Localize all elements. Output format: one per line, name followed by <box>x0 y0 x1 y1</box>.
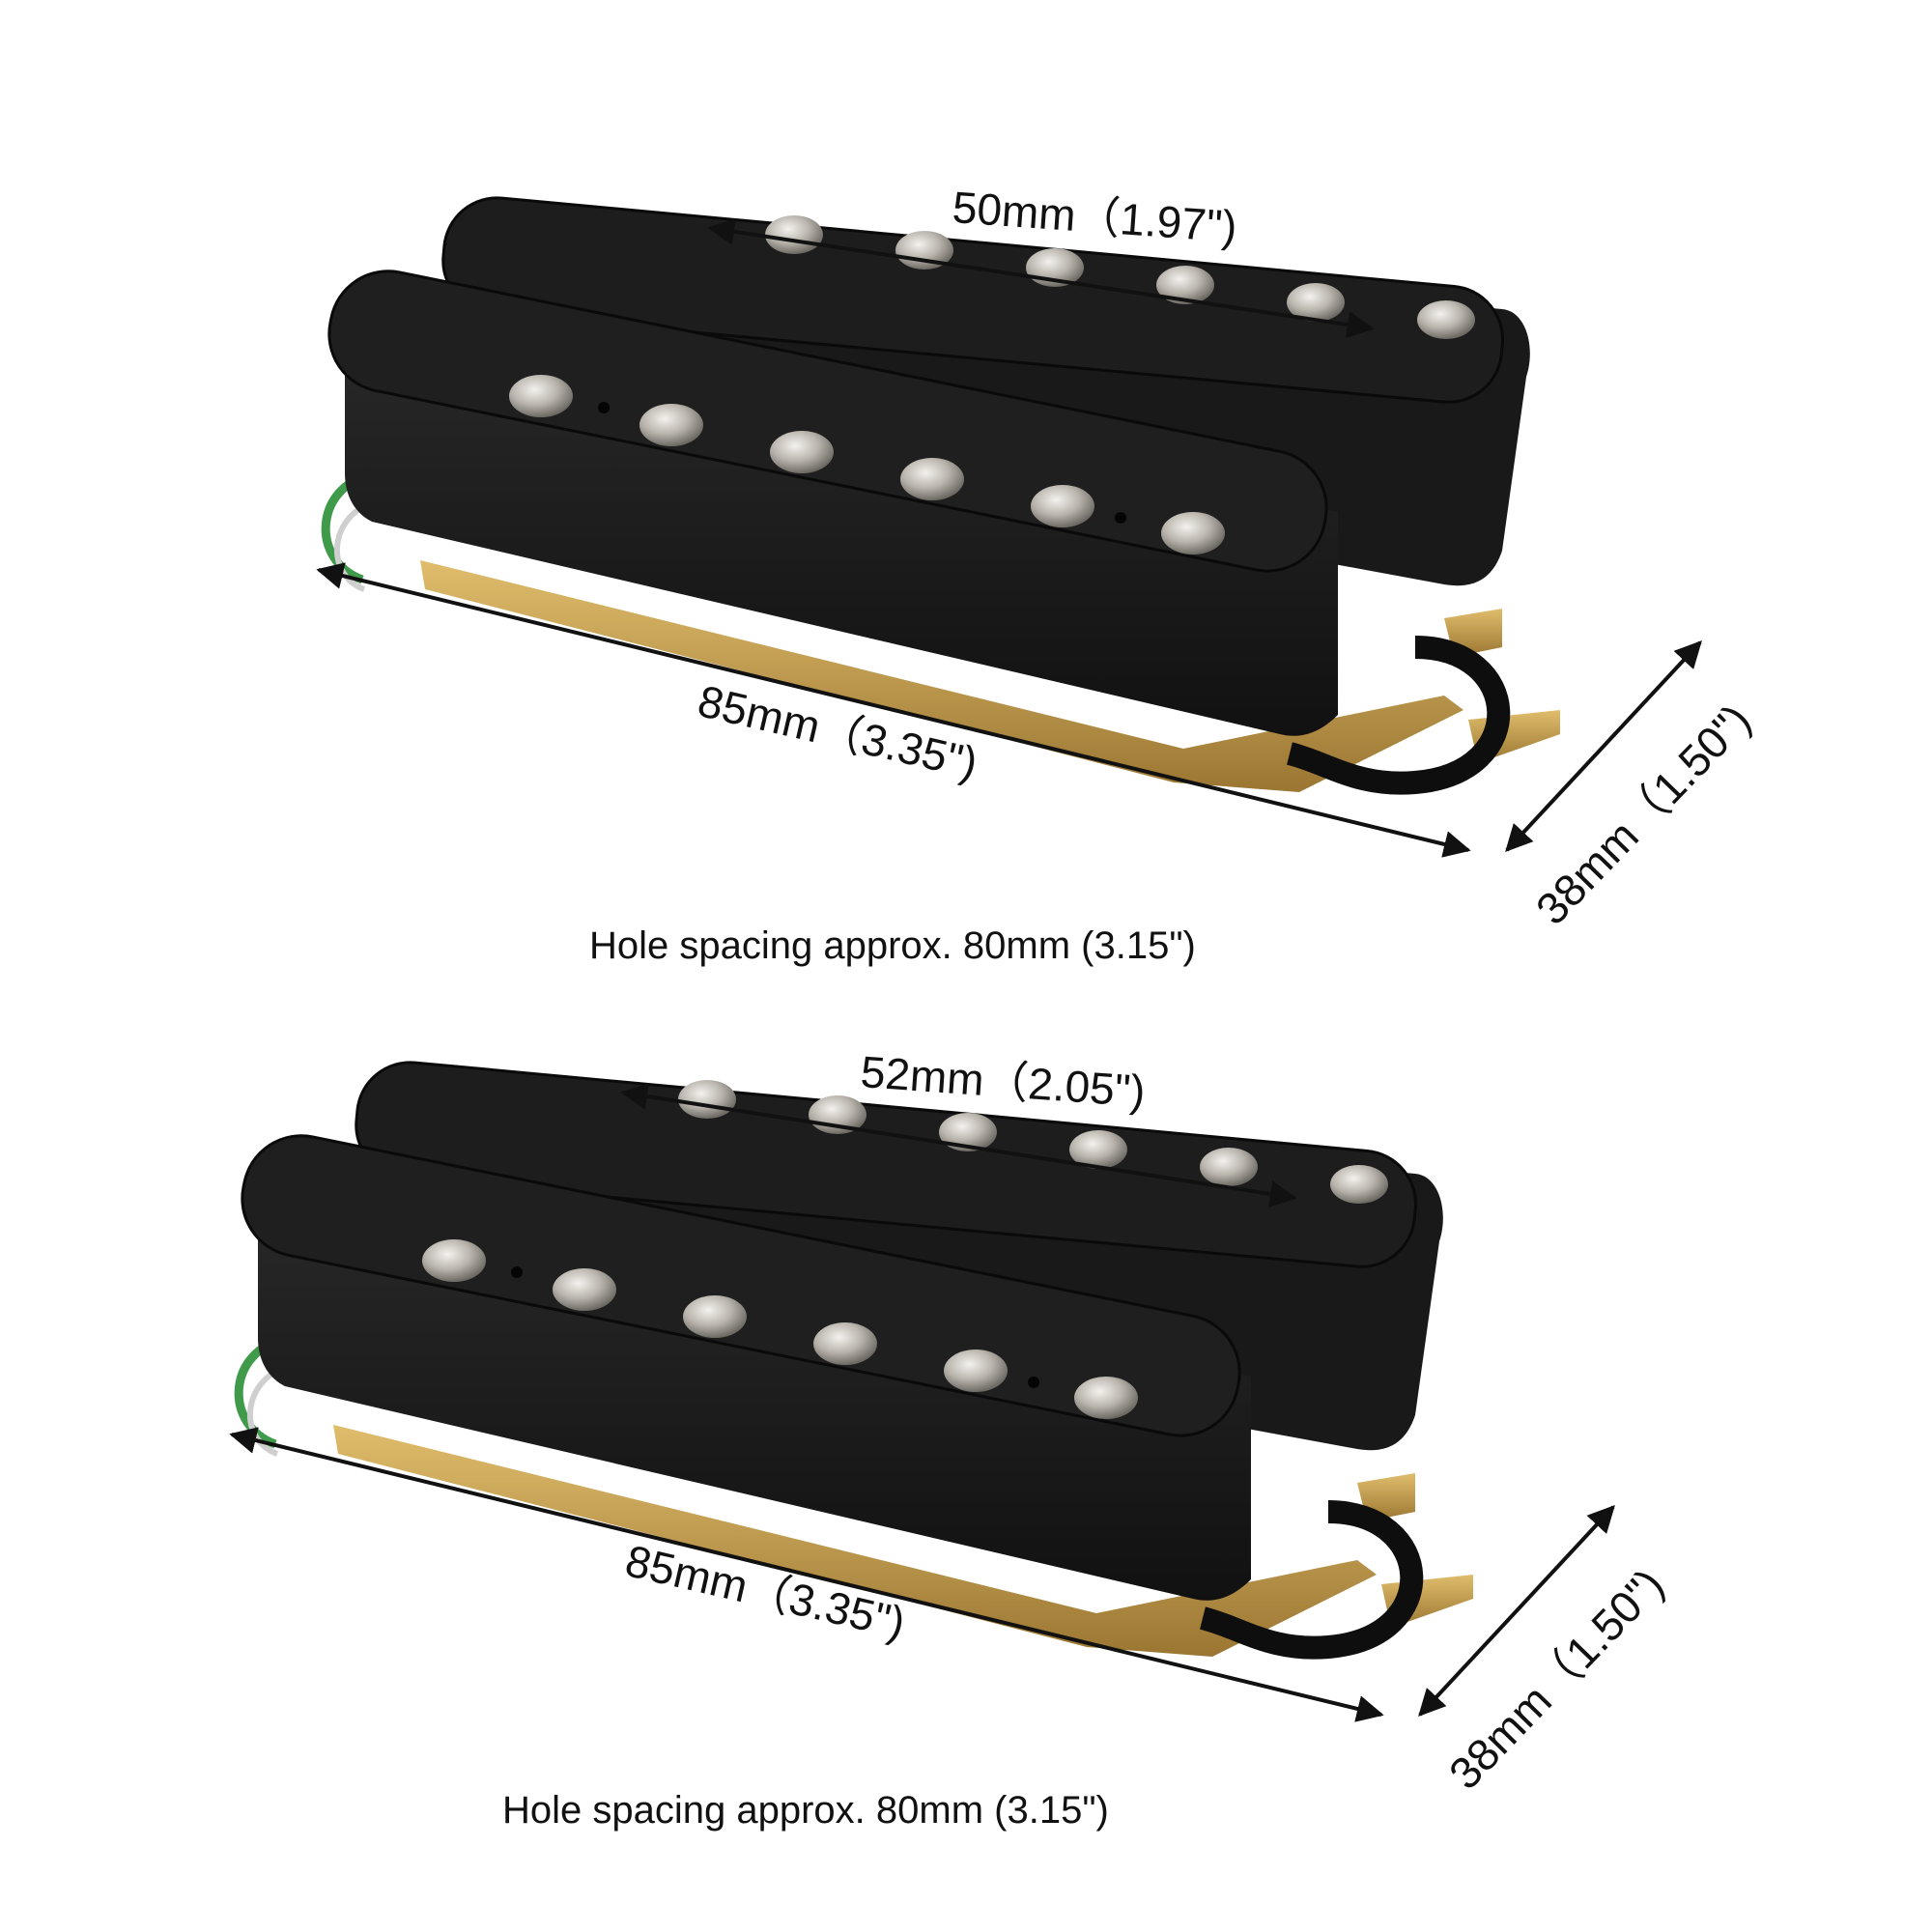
width-label-1: 38mm（1.50") <box>1526 695 1760 934</box>
pickup-2: 52mm（2.05") 85mm（3.35") 38mm（1.50") Hole… <box>232 1046 1673 1832</box>
pole-spacing-label-2: 52mm（2.05") <box>859 1046 1147 1116</box>
pole-spacing-arrow-2 <box>620 1083 1297 1208</box>
pickup-1: 50mm（1.97") 85mm（3.35") 38mm（1.50") Hole… <box>319 182 1760 967</box>
width-label-2: 38mm（1.50") <box>1439 1559 1673 1799</box>
pole-spacing-label-1: 50mm（1.97") <box>951 182 1238 251</box>
width-arrow-1 <box>1505 639 1702 853</box>
pole-spacing-arrow-1 <box>707 217 1375 339</box>
width-arrow-2 <box>1418 1504 1615 1718</box>
length-arrow-2 <box>229 1427 1384 1722</box>
length-arrow-1 <box>316 562 1471 858</box>
pickup-photo-1 <box>319 193 1560 792</box>
hole-spacing-label-1: Hole spacing approx. 80mm (3.15") <box>589 924 1196 967</box>
hole-spacing-label-2: Hole spacing approx. 80mm (3.15") <box>502 1789 1109 1832</box>
pickup-photo-2 <box>232 1058 1473 1657</box>
